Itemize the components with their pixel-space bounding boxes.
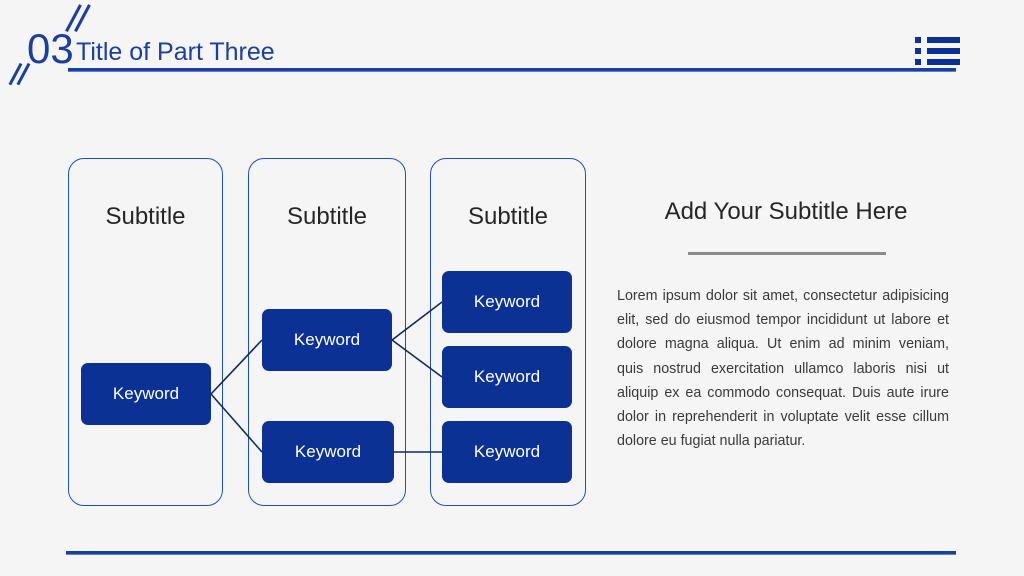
column-card-3[interactable]: Subtitle	[430, 158, 586, 506]
keyword-box-b2[interactable]: Keyword	[262, 421, 394, 483]
list-icon-row	[915, 48, 960, 54]
keyword-box-c3[interactable]: Keyword	[442, 421, 572, 483]
keyword-box-c1[interactable]: Keyword	[442, 271, 572, 333]
list-icon-row	[915, 59, 960, 65]
list-icon-bullet	[915, 48, 921, 54]
keyword-box-b1[interactable]: Keyword	[262, 309, 392, 371]
footer-divider	[66, 551, 956, 555]
header-divider	[68, 68, 956, 72]
list-icon[interactable]	[915, 37, 960, 65]
right-panel-divider	[688, 252, 886, 255]
right-panel-body: Lorem ipsum dolor sit amet, consectetur …	[617, 288, 949, 450]
list-icon-bar	[927, 48, 960, 54]
keyword-box-c2[interactable]: Keyword	[442, 346, 572, 408]
page-title: Title of Part Three	[76, 38, 275, 66]
list-icon-bullet	[915, 37, 921, 43]
keyword-box-a[interactable]: Keyword	[81, 363, 211, 425]
card-title: Subtitle	[105, 203, 186, 230]
slide-header: 03 Title of Part Three	[0, 0, 1024, 100]
card-title: Subtitle	[467, 203, 549, 230]
list-icon-bar	[927, 37, 960, 43]
section-number: 03	[27, 25, 74, 72]
list-icon-bar	[927, 59, 960, 65]
card-title: Subtitle	[286, 203, 368, 230]
right-panel-title: Add Your Subtitle Here	[664, 198, 908, 225]
column-card-1[interactable]: Subtitle	[68, 158, 223, 506]
list-icon-bullet	[915, 59, 921, 65]
list-icon-row	[915, 37, 960, 43]
